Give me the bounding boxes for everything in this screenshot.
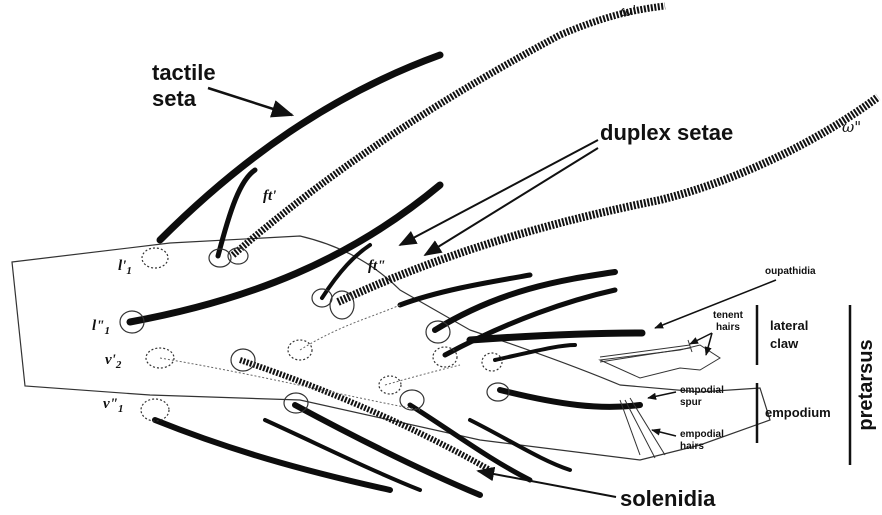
seta-oupathidia-2	[495, 345, 575, 360]
seta-ventral-4	[470, 420, 570, 470]
label-tenent-line1: tenent	[713, 310, 744, 321]
label-tactile-line1: tactile	[152, 60, 216, 85]
seta-dorsal-3	[445, 290, 615, 355]
seta-v1-double-prime	[155, 420, 390, 490]
label-pretarsus: pretarsus	[855, 339, 877, 430]
socket-oupathidia	[482, 353, 502, 371]
label-empodial-hairs-line1: empodial	[680, 429, 724, 440]
label-duplex-setae: duplex setae	[600, 120, 733, 145]
label-ft-double-prime: ft"	[368, 258, 386, 274]
label-omega-prime: ω'	[620, 2, 636, 20]
label-empodial-spur-line1: empodial	[680, 385, 724, 396]
seta-hidden-2	[300, 305, 400, 350]
arrow-empodial-hairs	[652, 430, 676, 436]
seta-v2-prime-hidden	[160, 358, 420, 410]
label-v2-prime: v'2	[105, 352, 122, 371]
arrow-solenidia	[478, 471, 616, 497]
socket-omega-double-prime	[330, 291, 354, 319]
label-v1-double-prime: v"1	[103, 396, 124, 415]
label-omega-double-prime: ω"	[842, 118, 861, 136]
label-l1-double-prime: l"1	[92, 318, 110, 337]
setal-sockets	[120, 248, 509, 421]
pretarsus-outline	[600, 345, 720, 378]
label-lateral-line2: claw	[770, 336, 799, 351]
arrow-duplex-2	[425, 148, 598, 255]
seta-dorsal-1	[400, 275, 530, 305]
seta-oupathidia-1	[470, 333, 642, 340]
label-empodial-hairs-line2: hairs	[680, 441, 704, 452]
seta-dorsal-2	[435, 272, 615, 330]
label-empodium: empodium	[765, 405, 831, 420]
arrow-empodial-spur	[648, 392, 676, 398]
label-lateral-line1: lateral	[770, 318, 808, 333]
seta-hidden-3	[385, 365, 460, 385]
label-tactile-line2: seta	[152, 86, 197, 111]
socket-l1-prime	[142, 248, 168, 268]
seta-empodial-spur	[500, 390, 640, 407]
socket-solenidion-lower	[231, 349, 255, 371]
label-l1-prime: l'1	[118, 258, 132, 277]
label-solenidia: solenidia	[620, 486, 716, 511]
label-tenent-line2: hairs	[716, 322, 740, 333]
label-empodial-spur-line2: spur	[680, 397, 702, 408]
label-oupathidia: oupathidia	[765, 266, 816, 277]
arrow-tactile-seta	[208, 88, 292, 115]
seta-l1-double-prime	[130, 185, 440, 322]
socket-dorsal-1	[426, 321, 450, 343]
label-ft-prime: ft'	[263, 188, 276, 204]
socket-hidden-3	[379, 376, 401, 394]
